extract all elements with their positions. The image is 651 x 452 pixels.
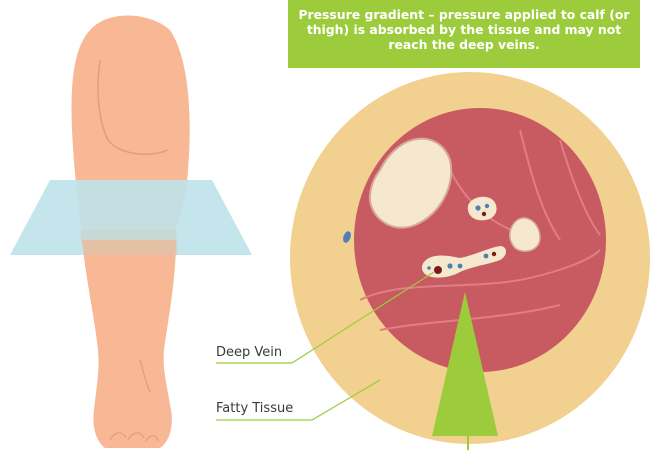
vein-dot: [447, 263, 452, 268]
vein-dot: [485, 204, 489, 208]
leg-plane-overlap: [80, 230, 178, 255]
deep-vein-label: Deep Vein: [216, 345, 282, 360]
fibula-bone: [510, 218, 540, 251]
vein-dot: [458, 264, 463, 269]
leg-illustration: [10, 15, 252, 448]
vessel-cluster-upper: [468, 197, 497, 221]
vein-dot: [484, 254, 489, 259]
artery-dot: [482, 212, 486, 216]
muscle-layer: [354, 108, 606, 372]
deep-vein-marker: [434, 266, 442, 274]
pressure-gradient-callout: Pressure gradient – pressure applied to …: [288, 0, 640, 68]
artery-dot: [492, 252, 496, 256]
leg-lower: [82, 240, 176, 448]
vein-dot: [475, 205, 480, 210]
fatty-tissue-label: Fatty Tissue: [216, 401, 293, 416]
vein-dot: [427, 266, 431, 270]
